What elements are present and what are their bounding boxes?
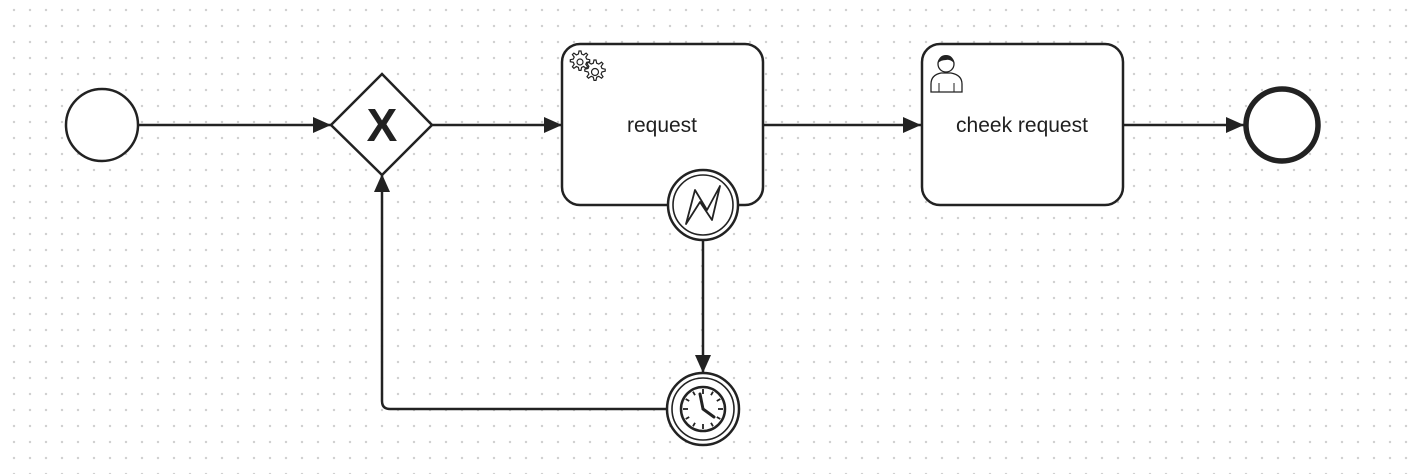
start-event[interactable] bbox=[64, 87, 140, 163]
gear-icon bbox=[569, 50, 606, 81]
sequence-flows bbox=[139, 117, 1244, 411]
user-task-cheek-request[interactable]: cheek request bbox=[920, 42, 1125, 207]
service-task-request[interactable]: request bbox=[560, 42, 765, 207]
end-event[interactable] bbox=[1243, 86, 1321, 164]
exclusive-gateway[interactable]: X bbox=[329, 72, 434, 177]
task-label-request: request bbox=[627, 114, 697, 137]
gateway-marker: X bbox=[367, 99, 398, 151]
intermediate-timer-event[interactable] bbox=[665, 371, 741, 447]
error-boundary-event[interactable] bbox=[666, 168, 740, 242]
clock-icon bbox=[679, 385, 727, 433]
user-icon bbox=[930, 55, 963, 93]
flow-timer-to-gateway[interactable] bbox=[374, 174, 666, 411]
lightning-icon bbox=[685, 185, 721, 225]
task-label-cheek-request: cheek request bbox=[956, 114, 1088, 137]
